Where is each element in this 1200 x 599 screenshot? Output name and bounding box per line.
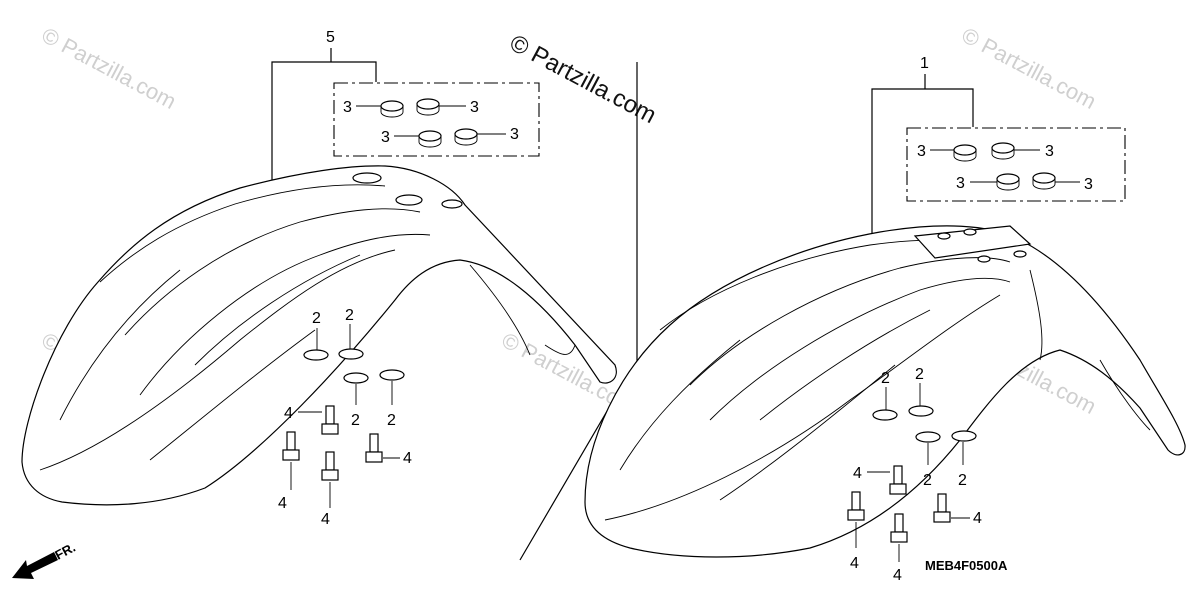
diagram-code: MEB4F0500A xyxy=(925,558,1008,573)
callout-4: 4 xyxy=(850,555,859,572)
callout-2: 2 xyxy=(387,412,396,429)
left-fender-assembly: 5 xyxy=(21,29,617,528)
callout-4: 4 xyxy=(321,511,330,528)
callout-2: 2 xyxy=(923,472,932,489)
callout-4: 4 xyxy=(973,510,982,527)
washer-group-right: 2 2 2 2 xyxy=(872,366,977,489)
right-fender-assembly: 1 xyxy=(584,55,1186,584)
callout-2: 2 xyxy=(345,307,354,324)
front-arrow-icon xyxy=(12,552,58,579)
callout-3: 3 xyxy=(381,129,390,146)
callout-3: 3 xyxy=(917,143,926,160)
callout-4: 4 xyxy=(284,405,293,422)
callout-2: 2 xyxy=(958,472,967,489)
callout-3: 3 xyxy=(1084,176,1093,193)
front-fender-right xyxy=(584,225,1186,558)
watermark-faint: © Partzilla.com xyxy=(958,22,1101,114)
bolt-group-right: 4 4 4 4 xyxy=(847,465,982,584)
callout-2: 2 xyxy=(881,370,890,387)
callout-4: 4 xyxy=(893,567,902,584)
callout-1: 1 xyxy=(920,55,929,72)
callout-2: 2 xyxy=(351,412,360,429)
bolt-group-left: 4 4 4 4 xyxy=(278,405,412,528)
callout-3: 3 xyxy=(1045,143,1054,160)
callout-2: 2 xyxy=(915,366,924,383)
callout-5: 5 xyxy=(326,29,335,46)
front-fender-left xyxy=(21,165,617,506)
callout-3: 3 xyxy=(510,126,519,143)
grommet-group-left: 3 3 3 3 xyxy=(343,98,519,148)
watermark-faint: © Partzilla.com xyxy=(38,22,181,114)
washer-group-left: 2 2 2 2 xyxy=(303,307,405,429)
callout-2: 2 xyxy=(312,310,321,327)
callout-3: 3 xyxy=(470,99,479,116)
callout-3: 3 xyxy=(956,175,965,192)
callout-3: 3 xyxy=(343,99,352,116)
callout-4: 4 xyxy=(278,495,287,512)
callout-4: 4 xyxy=(853,465,862,482)
grommet-group-right: 3 3 3 3 xyxy=(917,142,1093,193)
front-direction-indicator: FR. xyxy=(12,540,78,579)
callout-4: 4 xyxy=(403,450,412,467)
